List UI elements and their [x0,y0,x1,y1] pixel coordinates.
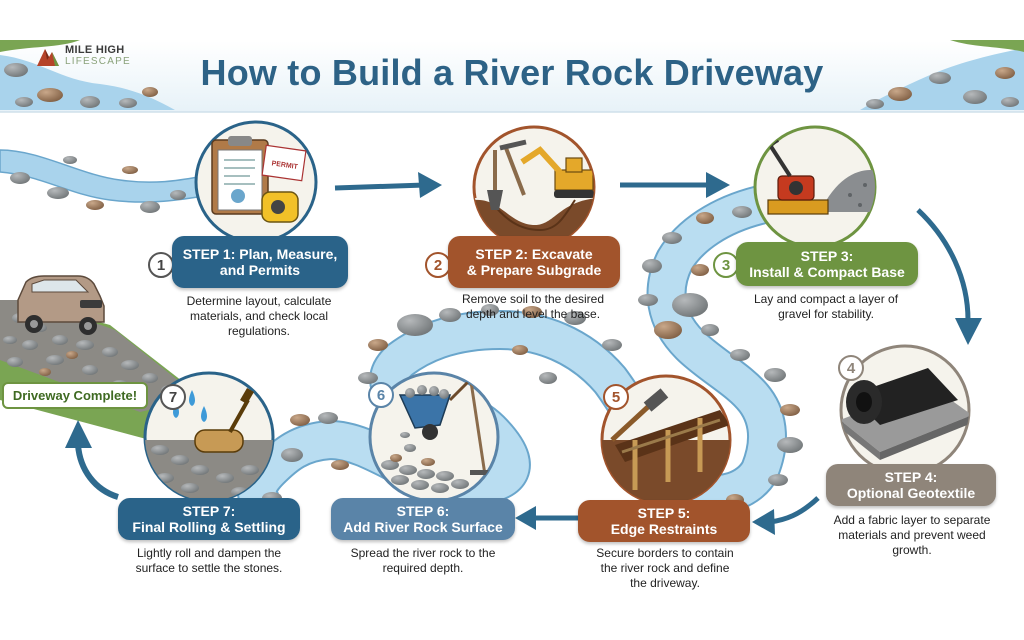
step-3-description: Lay and compact a layer of gravel for st… [730,292,922,322]
step-4-title-line2: Optional Geotextile [846,485,976,501]
brand-logo: MILE HIGH LIFESCAPE [36,44,131,68]
step-4-description: Add a fabric layer to separate materials… [810,513,1014,558]
step-7-description: Lightly roll and dampen the surface to s… [112,546,306,576]
step-5-desc-line1: Secure borders to contain [596,546,734,560]
step-3-title-line2: Install & Compact Base [749,264,905,280]
step-4-title-line1: STEP 4: [884,469,938,485]
step-1-title-line2: and Permits [219,262,301,278]
step-7-title-line2: Final Rolling & Settling [132,519,286,535]
page-title: How to Build a River Rock Driveway [200,52,824,93]
step-6-title-line1: STEP 6: [396,503,450,519]
step-2-title-line2: & Prepare Subgrade [466,262,602,278]
step-4-desc-line2: materials and prevent weed [838,528,986,542]
step-2-description: Remove soil to the desired depth and lev… [440,292,626,322]
step-5-desc-line3: the driveway. [630,576,700,590]
step-4-desc-line3: growth. [892,543,932,557]
step-6-title-line2: Add River Rock Surface [343,519,503,535]
step-5-desc-line2: the river rock and define [600,561,730,575]
step-3-desc-line2: gravel for stability. [778,307,874,321]
logo-line-1: MILE HIGH [65,44,125,56]
step-3-title-line1: STEP 3: [800,248,854,264]
step-4-label: STEP 4: Optional Geotextile [826,464,996,506]
step-4-desc-line1: Add a fabric layer to separate [833,513,991,527]
mountain-logo-icon [37,49,59,66]
step-7-badge: 7 [160,384,186,410]
step-6-badge: 6 [368,382,394,408]
step-2-desc-line1: Remove soil to the desired [461,292,605,306]
driveway-complete-badge: Driveway Complete! [2,382,148,409]
step-1-label: STEP 1: Plan, Measure, and Permits [172,236,348,288]
step-4-badge: 4 [838,355,864,381]
step-7-desc-line2: surface to settle the stones. [135,561,283,575]
step-6-desc-line1: Spread the river rock to the [350,546,496,560]
step-7-label: STEP 7: Final Rolling & Settling [118,498,300,540]
step-2-desc-line2: depth and level the base. [465,307,601,321]
step-1-description: Determine layout, calculate materials, a… [168,294,350,339]
step-1-badge: 1 [148,252,174,278]
step-5-description: Secure borders to contain the river rock… [572,546,758,591]
step-3-label: STEP 3: Install & Compact Base [736,242,918,286]
logo-line-2: LIFESCAPE [65,56,131,67]
step-6-label: STEP 6: Add River Rock Surface [331,498,515,540]
step-2-title-line1: STEP 2: Excavate [475,246,593,262]
step-5-title-line2: Edge Restraints [610,521,718,537]
step-5-badge: 5 [603,384,629,410]
step-1-desc-line3: regulations. [227,324,291,338]
permit-text: PERMIT [271,160,299,171]
step-6-description: Spread the river rock to the required de… [330,546,516,576]
step-1-title-line1: STEP 1: Plan, Measure, [182,246,338,262]
step-7-desc-line1: Lightly roll and dampen the [136,546,282,560]
step-6-desc-line2: required depth. [382,561,464,575]
step-1-desc-line2: materials, and check local [189,309,329,323]
step-3-desc-line1: Lay and compact a layer of [753,292,899,306]
step-7-title-line1: STEP 7: [182,503,236,519]
step-5-label: STEP 5: Edge Restraints [578,500,750,542]
step-5-title-line1: STEP 5: [637,505,691,521]
step-2-label: STEP 2: Excavate & Prepare Subgrade [448,236,620,288]
step-1-desc-line1: Determine layout, calculate [186,294,332,308]
